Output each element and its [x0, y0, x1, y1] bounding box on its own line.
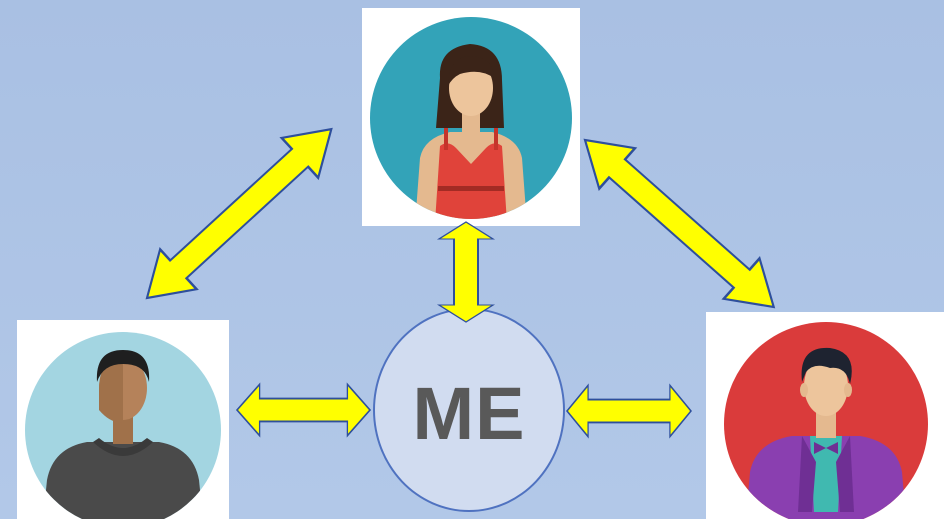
woman-avatar-icon	[370, 17, 572, 219]
me-node: ME	[373, 308, 565, 512]
arrow-woman-me	[438, 221, 494, 323]
man-in-suit-avatar-card	[706, 312, 944, 519]
me-label: ME	[412, 371, 526, 455]
man-in-suit-avatar-icon	[724, 322, 928, 519]
man-avatar-card	[17, 320, 229, 519]
woman-avatar-card	[362, 8, 580, 226]
arrow-me-suit	[566, 384, 692, 438]
man-avatar-icon	[25, 332, 221, 519]
arrow-woman-man	[127, 108, 351, 320]
arrow-woman-suit	[565, 118, 793, 329]
arrow-man-me	[236, 383, 371, 437]
